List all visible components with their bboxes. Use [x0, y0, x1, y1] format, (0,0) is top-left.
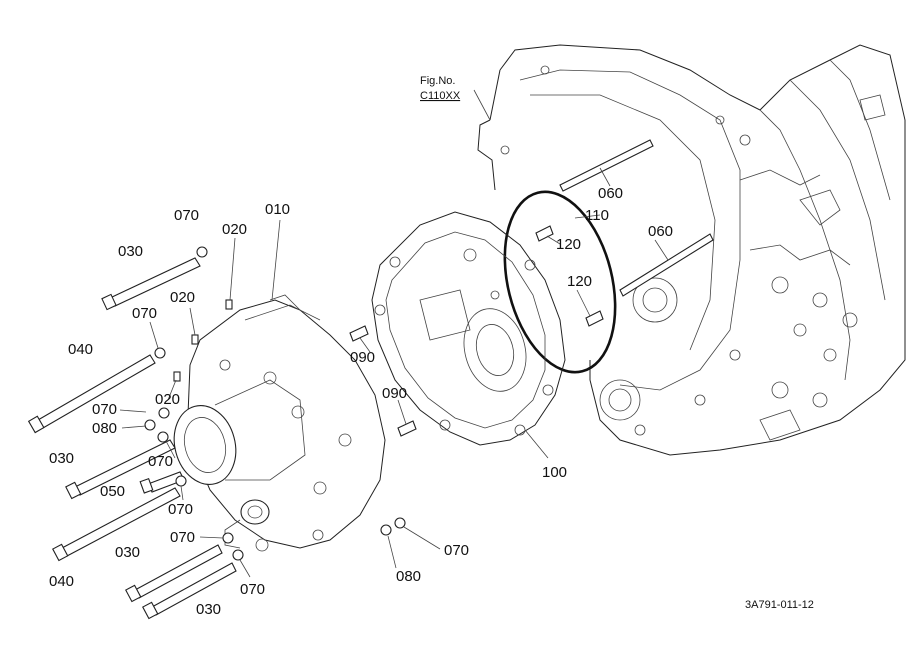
stud-060-top: [559, 139, 654, 192]
callout-090-upper: 090: [350, 349, 375, 366]
callout-070-a: 070: [174, 207, 199, 224]
callout-030-low1: 030: [115, 544, 140, 561]
callout-030-top: 030: [118, 243, 143, 260]
callout-090-lower: 090: [382, 385, 407, 402]
bolt-030-top: [101, 257, 201, 311]
callout-060-top: 060: [598, 185, 623, 202]
callout-110: 110: [585, 207, 609, 224]
callout-100: 100: [542, 464, 567, 481]
bolt-030-low1: [125, 544, 223, 603]
front-housing: [173, 294, 386, 552]
callout-120-upper: 120: [556, 236, 581, 253]
callout-060-mid: 060: [648, 223, 673, 240]
callout-010: 010: [265, 201, 290, 218]
callout-070-d: 070: [148, 453, 173, 470]
studs-020: [173, 299, 233, 382]
callout-070-c: 070: [92, 401, 117, 418]
callout-070-h: 070: [444, 542, 469, 559]
bolt-050: [139, 471, 185, 494]
drawing-code: 3A791-011-12: [745, 599, 814, 611]
o-ring-110: [503, 190, 617, 374]
transmission-case: [477, 44, 906, 456]
callout-080-left: 080: [92, 420, 117, 437]
callout-070-b: 070: [132, 305, 157, 322]
callout-080-bottom: 080: [396, 568, 421, 585]
callout-040-top: 040: [68, 341, 93, 358]
callout-020-top: 020: [222, 221, 247, 238]
callout-020-low: 020: [155, 391, 180, 408]
callout-070-f: 070: [170, 529, 195, 546]
callout-030-low2: 030: [196, 601, 221, 618]
callout-070-e: 070: [168, 501, 193, 518]
callout-050: 050: [100, 483, 125, 500]
callout-020-mid: 020: [170, 289, 195, 306]
clutch-housing: [371, 211, 566, 446]
fig-no-value: C110XX: [420, 90, 461, 102]
washers: [144, 246, 406, 561]
callout-070-g: 070: [240, 581, 265, 598]
bolt-040-top: [27, 354, 156, 434]
bolt-030-mid: [65, 439, 176, 500]
dowel-pins: [349, 225, 604, 437]
callout-040-low: 040: [49, 573, 74, 590]
fig-no-label: Fig.No.: [420, 75, 455, 87]
bolt-040-low: [52, 487, 181, 562]
leader-lines: [119, 89, 669, 578]
stud-060-mid: [619, 233, 714, 297]
callout-120-lower: 120: [567, 273, 592, 290]
callout-030-mid: 030: [49, 450, 74, 467]
bolt-030-low2: [142, 562, 237, 620]
